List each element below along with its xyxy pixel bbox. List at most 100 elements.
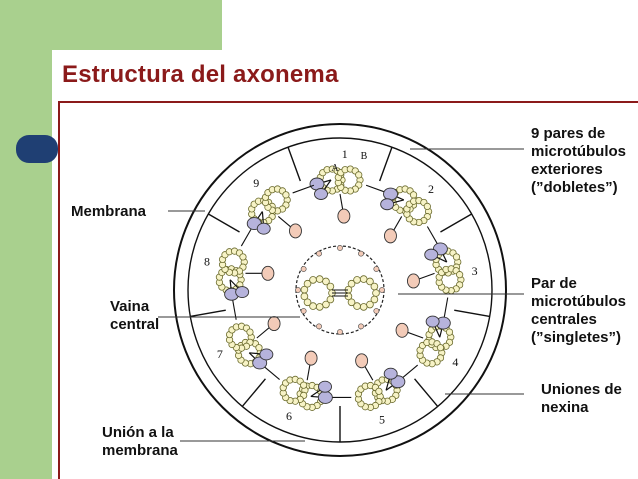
sheath-projection (373, 266, 380, 272)
radial-spoke-head (406, 273, 420, 289)
inner-dynein-arm (380, 198, 395, 211)
membrane-outer (173, 123, 507, 457)
inner-dynein-arm (318, 380, 332, 393)
green-sidebar-strip (0, 0, 52, 479)
outer-dynein-arm (252, 356, 268, 370)
tubulin-bead (303, 279, 312, 288)
doublet-number: 5 (379, 412, 385, 426)
navy-tab-decoration (16, 135, 58, 163)
nexin-link (292, 184, 315, 194)
tubulin-bead (372, 289, 380, 297)
sheath-projection (316, 250, 322, 257)
tubulin-bead (239, 253, 247, 261)
radial-spoke-head (384, 228, 397, 244)
title-rule-vertical (58, 101, 60, 479)
doublet-b-tubule (261, 185, 291, 215)
tubulin-bead (355, 171, 363, 179)
tubulin-bead (315, 275, 324, 283)
tubulin-bead (347, 279, 356, 288)
tubulin-bead (246, 328, 254, 336)
doublet-b-tubule (334, 165, 364, 195)
membrane-link-line (190, 309, 226, 318)
slide-content-area (52, 50, 638, 479)
inner-dynein-arm (425, 315, 440, 328)
title-rule-horizontal (58, 101, 638, 103)
sheath-projection (358, 250, 364, 257)
radial-spoke-head (395, 322, 409, 338)
tubulin-bead (326, 282, 335, 291)
doublet-number: 7 (217, 347, 223, 361)
inner-dynein-arm (256, 222, 271, 235)
tubulin-bead (315, 303, 324, 311)
radial-spoke-head (267, 316, 281, 332)
doublet-number: 1 (342, 147, 348, 161)
sheath-projection (337, 329, 343, 335)
doublet-number: 4 (452, 355, 458, 369)
membrane-link-line (454, 309, 490, 318)
tubulin-bead (255, 344, 263, 352)
tubulin-bead (347, 298, 356, 307)
central-singlet-right (344, 275, 380, 311)
tubulin-bead (436, 344, 445, 352)
sheath-projection (316, 323, 322, 330)
tubulin-bead (409, 191, 418, 199)
tubulin-bead (322, 300, 330, 309)
subfiber-b-label: B (361, 151, 368, 162)
nexin-link (231, 297, 237, 320)
tubulin-bead (366, 300, 374, 309)
membrane-link-line (414, 378, 439, 407)
tubulin-bead (370, 295, 379, 304)
tubulin-bead (300, 292, 309, 301)
label-membrane: Membrana (71, 203, 147, 220)
tubulin-bead (322, 277, 330, 286)
tubulin-bead (456, 271, 464, 279)
radial-spoke-head (337, 208, 351, 224)
doublet-b-tubule (218, 247, 248, 277)
sheath-projection (300, 266, 307, 272)
membrane-link-line (379, 146, 393, 182)
doublet-number: 3 (472, 264, 478, 278)
radial-spoke-head (304, 350, 318, 366)
tubulin-bead (359, 275, 368, 283)
tubulin-bead (366, 277, 374, 286)
inner-dynein-arm (424, 248, 439, 261)
tubulin-bead (423, 202, 431, 211)
doublet-number: 9 (253, 176, 259, 190)
slide-title: Estructura del axonema (62, 61, 339, 88)
sheath-projection (358, 323, 364, 330)
sheath-projection (379, 287, 385, 293)
tubulin-bead (300, 381, 308, 389)
tubulin-bead (353, 302, 361, 310)
doublet-b-tubule (435, 265, 465, 295)
radial-spoke-head (289, 223, 302, 239)
inner-dynein-arm (383, 367, 398, 380)
tubulin-bead (309, 276, 317, 284)
sheath-projection (337, 245, 343, 251)
inner-dynein-arm (259, 348, 274, 361)
tubulin-bead (309, 302, 317, 310)
membrane-link-line (241, 378, 266, 407)
tubulin-bead (282, 191, 290, 199)
tubulin-bead (359, 303, 368, 311)
nexin-link (426, 226, 440, 247)
tubulin-bead (300, 285, 309, 294)
tubulin-bead (370, 282, 379, 291)
tubulin-bead (445, 328, 454, 336)
doublet-b-tubule (403, 197, 433, 227)
subfiber-a-label: A (331, 163, 339, 174)
sheath-projection (300, 308, 307, 314)
tubulin-bead (452, 253, 461, 261)
doublet-b-tubule (354, 381, 384, 411)
membrane-link-line (208, 213, 240, 233)
radial-spoke-head (355, 353, 369, 369)
central-singlet-left (300, 275, 336, 311)
nexin-link (443, 297, 449, 320)
outer-dynein-arm (317, 391, 333, 404)
doublet-number: 6 (286, 409, 292, 423)
membrane-link-line (287, 146, 301, 182)
